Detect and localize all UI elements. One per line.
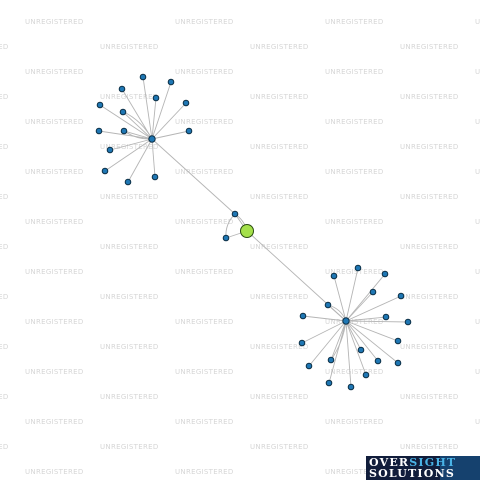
entity-node[interactable]	[369, 288, 377, 296]
graph-edge	[142, 76, 153, 140]
graph-edge	[151, 102, 187, 140]
hub-node[interactable]	[342, 317, 350, 325]
graph-edge	[345, 320, 409, 323]
entity-node[interactable]	[152, 94, 160, 102]
entity-node[interactable]	[357, 346, 365, 354]
graph-edge	[345, 320, 352, 388]
graph-edge	[345, 295, 402, 322]
graph-edge	[98, 130, 153, 140]
graph-edge	[151, 97, 157, 140]
graph-edge	[345, 320, 399, 364]
entity-node[interactable]	[222, 234, 230, 242]
graph-edge	[99, 104, 153, 140]
entity-node[interactable]	[330, 272, 338, 280]
graph-edge	[302, 315, 347, 322]
graph-edge	[328, 320, 347, 384]
entity-node[interactable]	[354, 264, 362, 272]
logo-line-2: SOLUTIONS	[369, 467, 455, 480]
graph-edge	[109, 138, 153, 151]
graph-edge	[151, 130, 190, 140]
entity-node[interactable]	[167, 78, 175, 86]
entity-node[interactable]	[325, 379, 333, 387]
entity-node[interactable]	[151, 173, 159, 181]
graph-edge	[301, 320, 347, 344]
entity-node[interactable]	[305, 362, 313, 370]
graph-edge	[345, 320, 399, 342]
logo-line-1: OVERSIGHT	[369, 457, 456, 468]
entity-node[interactable]	[382, 313, 390, 321]
entity-node[interactable]	[124, 178, 132, 186]
graph-edge	[225, 213, 236, 239]
graph-edge	[123, 130, 153, 140]
entity-node[interactable]	[362, 371, 370, 379]
entity-node[interactable]	[95, 127, 103, 135]
oversight-solutions-logo: OVERSIGHT SOLUTIONS	[366, 456, 480, 480]
logo-word-sight: SIGHT	[409, 456, 457, 469]
hub-node[interactable]	[148, 135, 156, 143]
entity-node[interactable]	[231, 210, 239, 218]
entity-node[interactable]	[347, 383, 355, 391]
graph-edge	[345, 273, 386, 322]
graph-edge	[151, 81, 172, 140]
entity-node[interactable]	[139, 73, 147, 81]
graph-edge	[345, 320, 362, 351]
entity-node[interactable]	[299, 312, 307, 320]
graph-edge	[345, 267, 359, 322]
entity-node[interactable]	[404, 318, 412, 326]
entity-node[interactable]	[185, 127, 193, 135]
logo-word-over: OVER	[369, 456, 410, 469]
entity-node[interactable]	[298, 339, 306, 347]
entity-node[interactable]	[182, 99, 190, 107]
graph-edge	[308, 320, 347, 367]
entity-node[interactable]	[96, 101, 104, 109]
entity-node[interactable]	[324, 301, 332, 309]
focus-node[interactable]	[240, 224, 254, 238]
graph-edge	[122, 111, 153, 140]
graph-edge	[330, 320, 347, 361]
entity-node[interactable]	[327, 356, 335, 364]
graph-edge	[345, 320, 367, 376]
entity-node[interactable]	[118, 85, 126, 93]
graph-edge	[345, 291, 374, 322]
entity-node[interactable]	[394, 359, 402, 367]
graph-edge	[345, 316, 387, 322]
graph-edge	[345, 320, 379, 362]
entity-node[interactable]	[374, 357, 382, 365]
entity-node[interactable]	[119, 108, 127, 116]
entity-node[interactable]	[120, 127, 128, 135]
entity-node[interactable]	[397, 292, 405, 300]
entity-node[interactable]	[106, 146, 114, 154]
graph-edge	[151, 138, 156, 178]
graph-edge	[333, 275, 347, 322]
entity-node[interactable]	[381, 270, 389, 278]
entity-node[interactable]	[101, 167, 109, 175]
graph-edge	[151, 138, 236, 215]
graph-edge	[127, 138, 153, 183]
graph-edge	[104, 138, 153, 172]
nodes-group	[95, 73, 412, 391]
entity-node[interactable]	[394, 337, 402, 345]
logo-swoosh-icon	[440, 456, 480, 480]
